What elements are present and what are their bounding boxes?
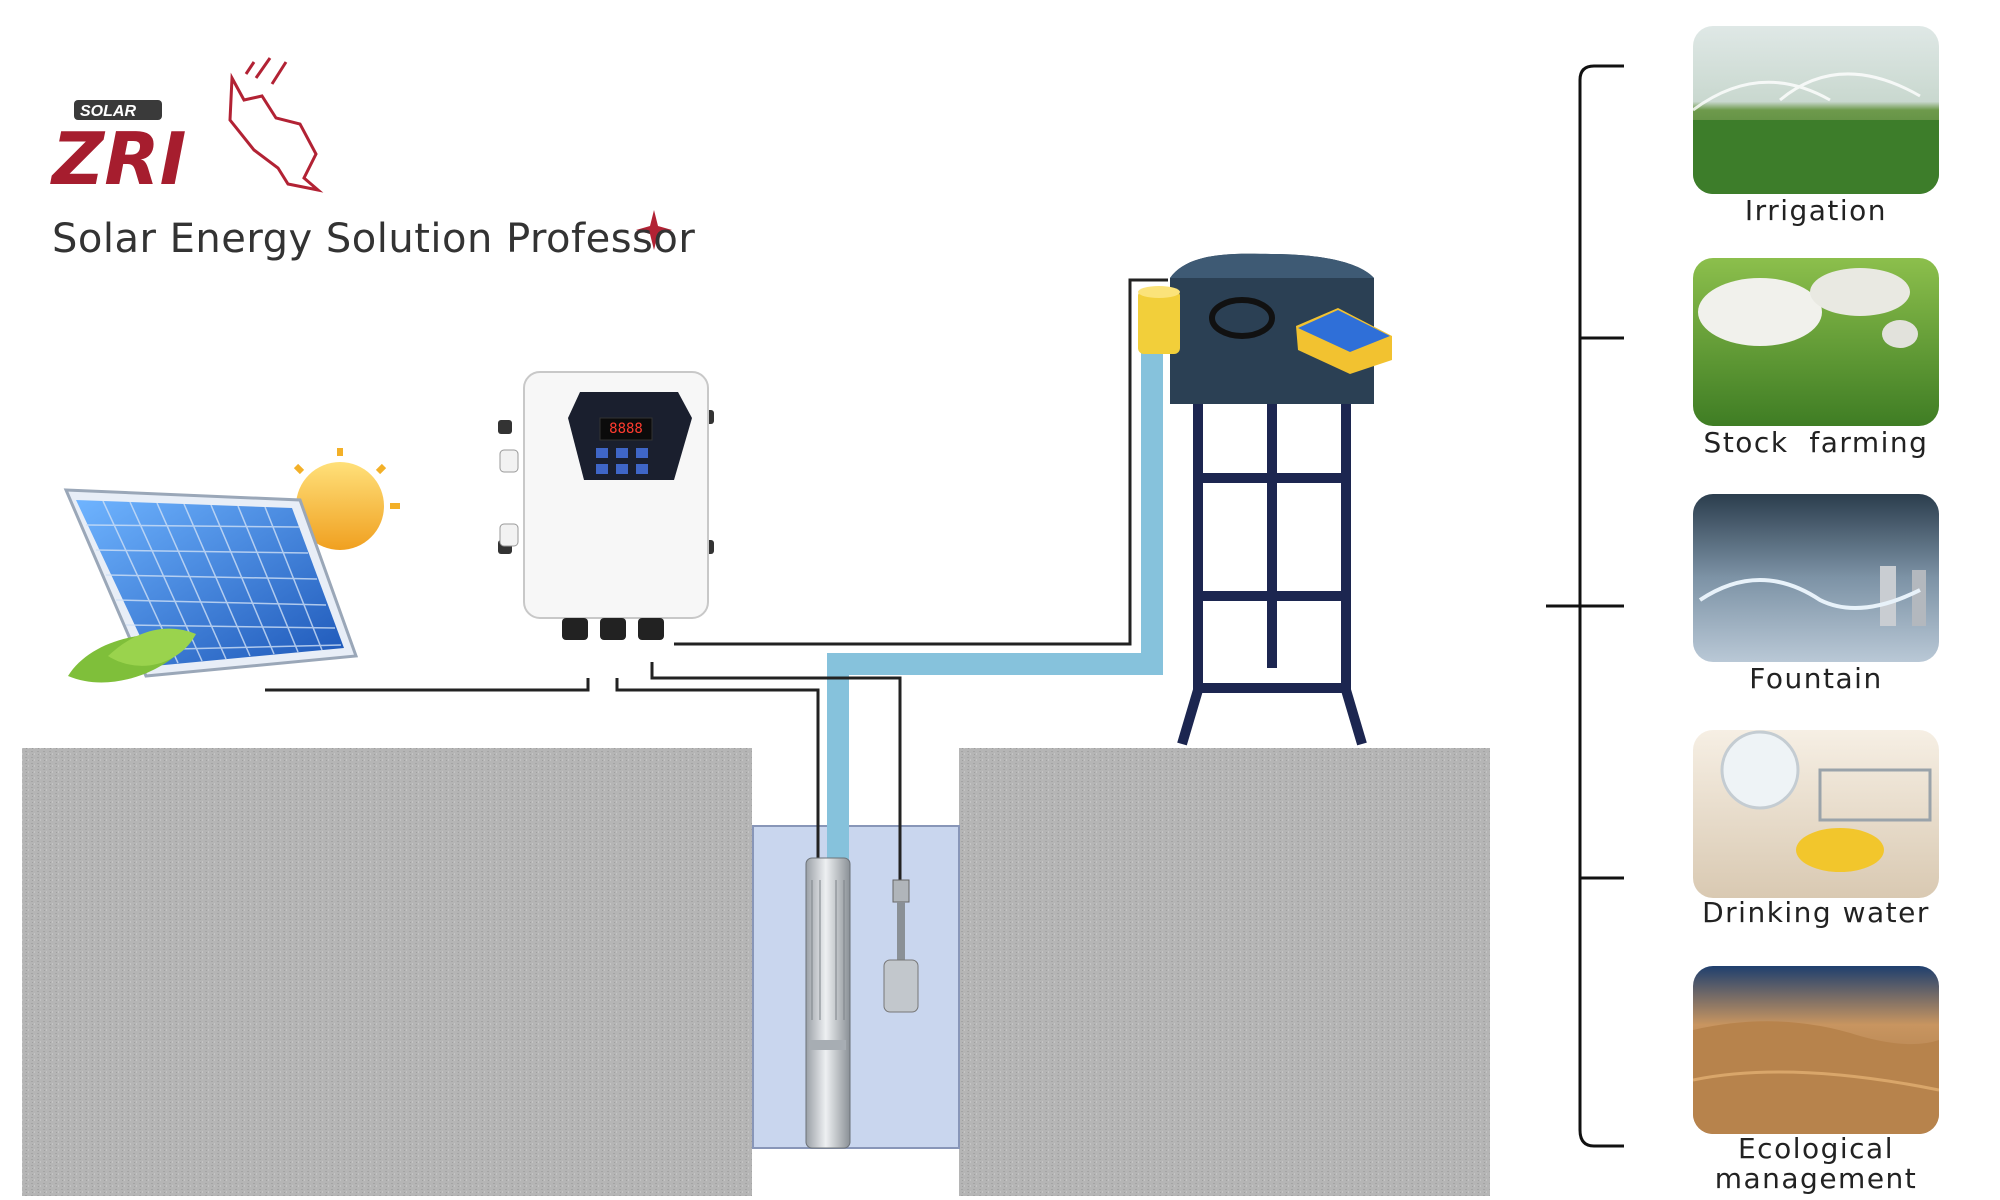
controller-display: 8888 bbox=[609, 421, 643, 437]
well-water bbox=[752, 825, 960, 1149]
pump-controller bbox=[498, 371, 714, 640]
logo-badge-text: SOLAR bbox=[80, 103, 136, 120]
brand-tagline: Solar Energy Solution Professor bbox=[52, 216, 696, 262]
brand-logo: SOLAR ZRI bbox=[50, 57, 672, 250]
ground-right bbox=[959, 748, 1490, 1200]
thumb-ecological-management bbox=[1693, 966, 1939, 1134]
logo-letters: ZRI bbox=[50, 117, 186, 201]
star-icon bbox=[636, 210, 672, 250]
submersible-pump bbox=[805, 857, 851, 1149]
thumb-drinking-water bbox=[1693, 730, 1939, 898]
applications-bracket bbox=[1546, 64, 1624, 1148]
thumb-stock-farming bbox=[1693, 258, 1939, 426]
label-drinking-water: Drinking water bbox=[1702, 896, 1930, 929]
label-stock-farming: Stock farming bbox=[1703, 426, 1929, 459]
label-management: management bbox=[1714, 1162, 1918, 1195]
solar-panel bbox=[63, 448, 400, 683]
ground-left bbox=[22, 748, 752, 1200]
water-tower bbox=[1138, 253, 1392, 746]
thumb-fountain bbox=[1693, 494, 1939, 662]
wiring bbox=[265, 278, 1168, 888]
label-fountain: Fountain bbox=[1749, 662, 1883, 695]
thumb-irrigation bbox=[1693, 26, 1939, 194]
label-ecological: Ecological bbox=[1737, 1132, 1894, 1165]
water-pipe bbox=[827, 290, 1163, 860]
label-irrigation: Irrigation bbox=[1744, 194, 1888, 227]
level-sensor bbox=[883, 879, 919, 1013]
